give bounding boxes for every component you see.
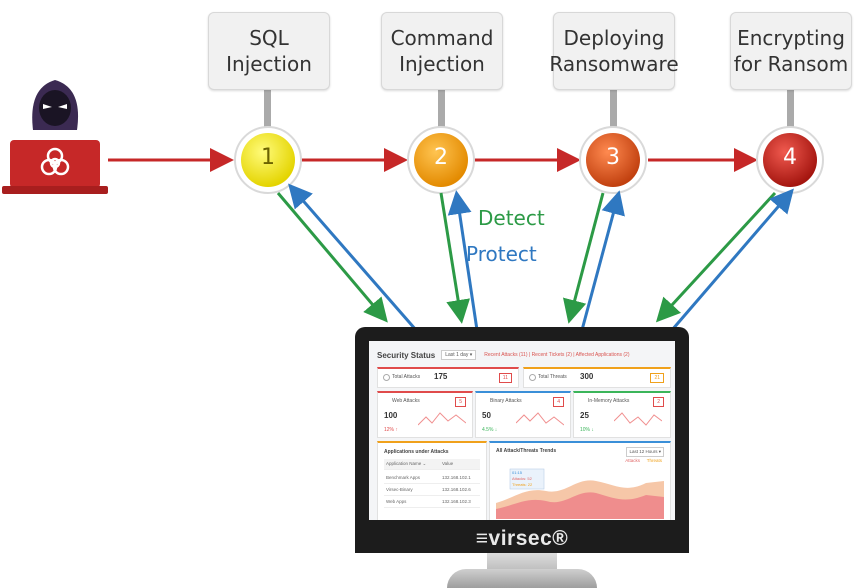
total-attacks-tag: 11 bbox=[498, 373, 512, 383]
stage-circle-4 bbox=[756, 126, 824, 194]
protect-arrow-2 bbox=[447, 190, 479, 331]
virsec-logo: ≡virsec® bbox=[475, 527, 569, 550]
total-threats-value: 300 bbox=[580, 372, 594, 381]
trends-area-chart bbox=[496, 468, 664, 519]
web-attacks-pct: 12% ↑ bbox=[384, 427, 398, 433]
trends-title: All Attack/Threats Trends bbox=[496, 448, 557, 454]
binary-attacks-label: Binary Attacks bbox=[490, 398, 522, 404]
web-attacks-label: Web Attacks bbox=[392, 398, 420, 404]
detect-arrow-3 bbox=[562, 192, 605, 324]
in-memory-attacks-pct: 10% ↓ bbox=[580, 427, 594, 433]
binary-attacks-card: Binary Attacks 4 50 4.5% ↓ bbox=[475, 391, 571, 438]
stage-box-1: SQL Injection bbox=[208, 12, 330, 90]
web-attacks-card: Web Attacks 5 100 12% ↑ bbox=[377, 391, 473, 438]
app-name: Web Apps bbox=[386, 499, 407, 504]
detect-label: Detect bbox=[478, 206, 545, 230]
stem-1 bbox=[264, 88, 271, 130]
in-memory-attacks-card: In-Memory Attacks 2 25 10% ↓ bbox=[573, 391, 671, 438]
tooltip-attacks: Attacks: 52 bbox=[512, 476, 532, 481]
stage-number-1: 1 bbox=[261, 145, 275, 170]
binary-attacks-sparkline bbox=[516, 412, 564, 426]
dashboard-screen: Security Status Last 1 day ▾ Recent Atta… bbox=[369, 341, 675, 520]
detect-arrow-1 bbox=[276, 192, 388, 323]
web-attacks-sparkline bbox=[418, 412, 466, 426]
stage-circle-2 bbox=[407, 126, 475, 194]
range-select[interactable]: Last 1 day ▾ bbox=[441, 350, 477, 360]
total-threats-card: Total Threats 300 21 bbox=[523, 367, 671, 388]
in-memory-attacks-tag: 2 bbox=[653, 397, 664, 407]
apps-title: Applications under Attacks bbox=[384, 449, 449, 455]
binary-attacks-value: 50 bbox=[482, 411, 491, 420]
binary-attacks-tag: 4 bbox=[553, 397, 564, 407]
trends-range-select[interactable]: Last 12 Hours ▾ bbox=[626, 447, 664, 457]
protect-arrow-4 bbox=[670, 188, 794, 331]
biohazard-icon bbox=[40, 147, 70, 176]
stage-box-4: Encrypting for Ransom bbox=[730, 12, 852, 90]
detect-arrow-2 bbox=[439, 192, 471, 324]
binary-attacks-pct: 4.5% ↓ bbox=[482, 427, 498, 433]
table-row[interactable]: Web Apps 132.168.102.3 bbox=[384, 497, 480, 508]
tooltip-time: 01:15 bbox=[512, 470, 523, 475]
stage-number-3: 3 bbox=[606, 145, 620, 170]
dashboard-title: Security Status bbox=[377, 350, 436, 360]
protect-arrow-3 bbox=[580, 190, 625, 331]
shield-icon bbox=[383, 374, 390, 381]
apps-header-row: Application Name ⌄ Value bbox=[384, 459, 480, 470]
table-row[interactable]: Benchmark Apps 132.168.102.1 bbox=[384, 473, 480, 484]
detect-arrow-4 bbox=[655, 191, 777, 323]
stem-2 bbox=[438, 88, 445, 130]
dashboard-header: Security Status Last 1 day ▾ Recent Atta… bbox=[377, 347, 669, 363]
in-memory-attacks-label: In-Memory Attacks bbox=[588, 398, 630, 404]
app-value: 132.168.102.6 bbox=[442, 487, 471, 492]
stem-4 bbox=[787, 88, 794, 130]
protect-label: Protect bbox=[466, 242, 537, 266]
app-value: 132.168.102.1 bbox=[442, 475, 471, 480]
apps-col-value: Value bbox=[442, 461, 454, 466]
legend-attacks: Attacks bbox=[625, 458, 640, 463]
stage-number-4: 4 bbox=[783, 145, 797, 170]
stage-box-2: Command Injection bbox=[381, 12, 503, 90]
app-name: Virsec-Binary bbox=[386, 487, 413, 492]
in-memory-attacks-value: 25 bbox=[580, 411, 589, 420]
in-memory-attacks-sparkline bbox=[614, 412, 662, 426]
monitor-stand-base bbox=[447, 569, 597, 588]
apps-col-name: Application Name ⌄ bbox=[386, 461, 427, 466]
app-value: 132.168.102.3 bbox=[442, 499, 471, 504]
total-threats-label: Total Threats bbox=[538, 374, 567, 380]
protect-arrow-1 bbox=[288, 183, 418, 331]
web-attacks-value: 100 bbox=[384, 411, 398, 420]
total-attacks-value: 175 bbox=[434, 372, 448, 381]
total-attacks-card: Total Attacks 175 11 bbox=[377, 367, 519, 388]
hacker-icon bbox=[2, 80, 108, 194]
stem-3 bbox=[610, 88, 617, 130]
legend-threats: Threats bbox=[646, 458, 662, 463]
stage-number-2: 2 bbox=[434, 145, 448, 170]
monitor-stand-neck bbox=[487, 553, 557, 571]
warning-icon bbox=[529, 374, 536, 381]
table-row[interactable]: Virsec-Binary 132.168.102.6 bbox=[384, 485, 480, 496]
monitor: Security Status Last 1 day ▾ Recent Atta… bbox=[355, 327, 689, 553]
recent-links[interactable]: Recent Attacks (11) | Recent Tickets (2)… bbox=[484, 352, 630, 358]
tooltip-threats: Threats: 22 bbox=[512, 482, 533, 487]
stage-box-3: Deploying Ransomware bbox=[549, 12, 679, 90]
total-threats-tag: 21 bbox=[650, 373, 664, 383]
stage-circle-1 bbox=[234, 126, 302, 194]
apps-under-attack-card: Applications under Attacks Application N… bbox=[377, 441, 487, 520]
web-attacks-tag: 5 bbox=[455, 397, 466, 407]
app-name: Benchmark Apps bbox=[386, 475, 421, 480]
total-attacks-label: Total Attacks bbox=[392, 374, 421, 380]
trends-card: All Attack/Threats Trends Last 12 Hours … bbox=[489, 441, 671, 520]
